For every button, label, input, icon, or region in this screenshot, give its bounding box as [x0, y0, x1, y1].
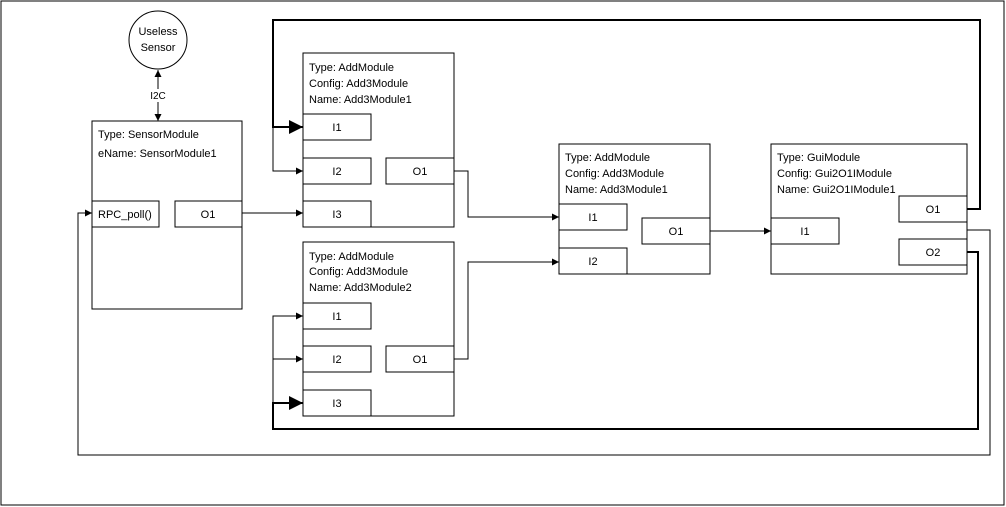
sensor-module-type: Type: SensorModule — [98, 129, 199, 141]
sensor-module-name: eName: SensorModule1 — [98, 148, 217, 160]
add-mid-o1-label: O1 — [669, 226, 684, 238]
bus-label: I2C — [150, 91, 166, 102]
bus-label-bg — [148, 89, 168, 102]
add-top-i1-label: I1 — [332, 122, 341, 134]
wire-gui-o1-to-add1-i2 — [272, 127, 303, 175]
add-bottom-config: Config: Add3Module — [309, 266, 408, 278]
add-top-config: Config: Add3Module — [309, 78, 408, 90]
add-bottom-o1-port — [385, 345, 455, 373]
add-bottom-i2-label: I2 — [332, 354, 341, 366]
wire-add1-o1-to-mid-i1 — [454, 170, 559, 221]
sensor-rpc-port — [91, 200, 160, 228]
add-bottom-i3-label: I3 — [332, 398, 341, 410]
add-top-o1-label: O1 — [413, 166, 428, 178]
wire-gui-o2-to-add2-i1 — [272, 312, 303, 359]
gui-o1-port — [898, 195, 968, 223]
add-top-type: Type: AddModule — [309, 62, 394, 74]
add-mid-type: Type: AddModule — [565, 152, 650, 164]
add-mid-i2-port — [558, 247, 628, 275]
add-mid-name: Name: Add3Module1 — [565, 184, 668, 196]
sensor-label-line1: Useless — [138, 26, 178, 38]
gui-type: Type: GuiModule — [777, 152, 860, 164]
add-top-i3-label: I3 — [332, 209, 341, 221]
gui-o1-label: O1 — [926, 204, 941, 216]
add-bottom-i2-port — [302, 345, 372, 373]
wire-gui-to-sensor-rpc — [77, 209, 991, 456]
add-bottom-i3-port — [302, 389, 372, 417]
add-mid-config: Config: Add3Module — [565, 168, 664, 180]
add-top-i2-port — [302, 157, 372, 185]
sensor-o1-port — [174, 200, 243, 228]
add-top-i2-label: I2 — [332, 166, 341, 178]
wire-gui-o2-loop — [272, 251, 979, 430]
add-mid-o1-port — [641, 217, 711, 245]
add-top-o1-port — [385, 157, 455, 185]
gui-o2-label: O2 — [926, 247, 941, 259]
gui-o2-port — [898, 238, 968, 266]
gui-name: Name: Gui2O1IModule1 — [777, 184, 896, 196]
add-bottom-i1-label: I1 — [332, 311, 341, 323]
add-bottom-o1-label: O1 — [413, 354, 428, 366]
gui-i1-label: I1 — [800, 226, 809, 238]
gui-config: Config: Gui2O1IModule — [777, 168, 892, 180]
useless-sensor-node — [128, 10, 188, 70]
add-top-name: Name: Add3Module1 — [309, 94, 412, 106]
add-mid-i2-label: I2 — [588, 256, 597, 268]
wire-gui-o1-loop — [272, 19, 981, 210]
gui-i1-port — [770, 217, 840, 245]
sensor-rpc-label: RPC_poll() — [98, 209, 152, 221]
add-mid-i1-port — [558, 203, 628, 231]
sensor-o1-label: O1 — [201, 209, 216, 221]
add-bottom-name: Name: Add3Module2 — [309, 282, 412, 294]
sensor-label-line2: Sensor — [141, 42, 176, 54]
add-bottom-i1-port — [302, 302, 372, 330]
wire-add2-o1-to-mid-i2 — [454, 258, 559, 360]
add-bottom-type: Type: AddModule — [309, 251, 394, 263]
add-mid-i1-label: I1 — [588, 212, 597, 224]
add-top-i3-port — [302, 200, 372, 228]
add-top-i1-port — [302, 113, 372, 141]
